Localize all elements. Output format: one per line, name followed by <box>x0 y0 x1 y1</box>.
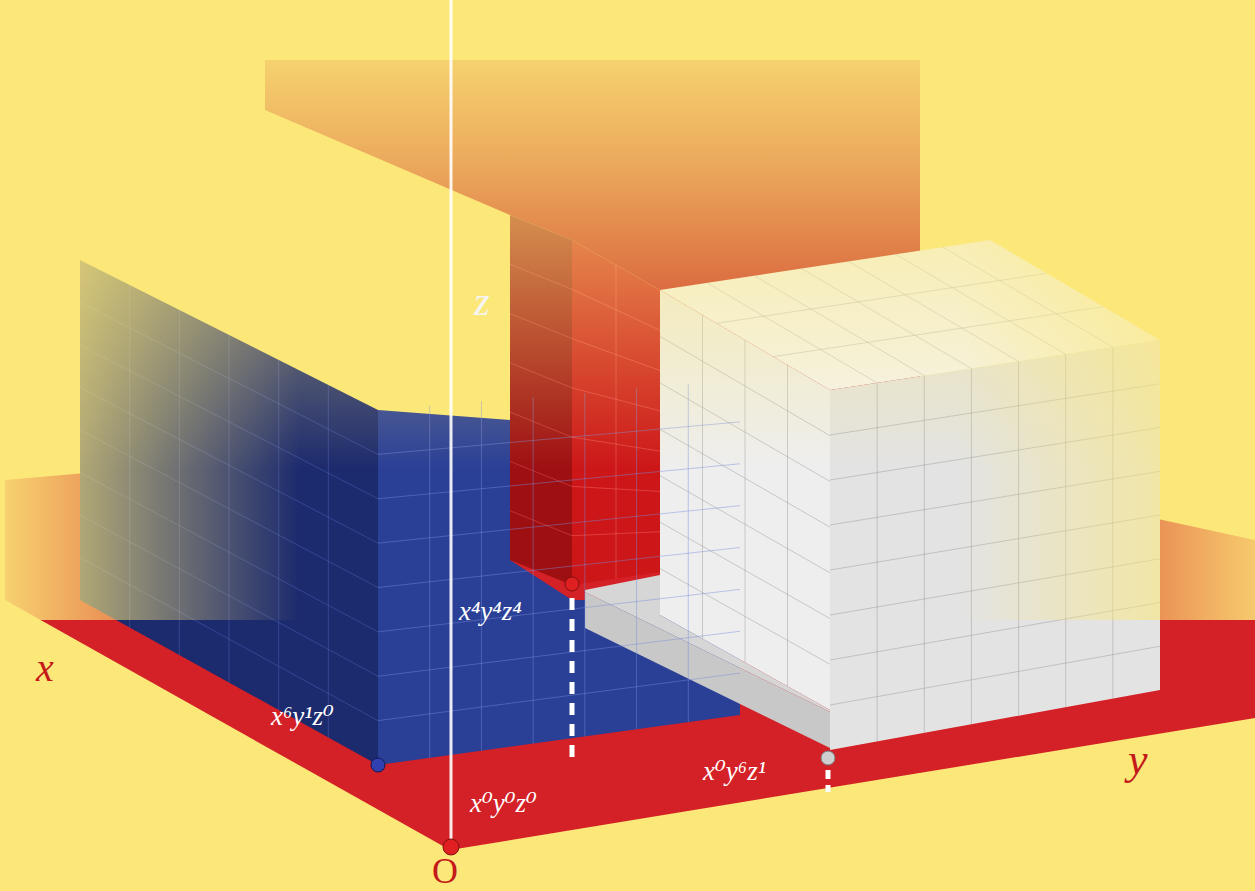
axis-label: x⁰y⁶z¹ <box>703 758 766 785</box>
axis-label: x⁶y¹z⁰ <box>271 703 334 730</box>
grid-line <box>660 569 830 665</box>
generator-dot <box>371 758 385 772</box>
grid-line <box>572 486 660 491</box>
grid-line <box>572 532 660 536</box>
fade-right <box>960 200 1255 620</box>
grid-line <box>660 522 830 618</box>
generator-dot <box>565 577 579 591</box>
grid-line <box>378 548 740 588</box>
grid-line <box>830 646 1160 705</box>
z-axis <box>450 0 453 848</box>
dotted-drop <box>826 770 831 792</box>
generator-dot <box>821 751 835 765</box>
fade-left <box>0 200 300 620</box>
grid-line <box>378 589 740 632</box>
grid-line <box>510 511 572 536</box>
grid-line <box>378 631 740 676</box>
grid-line <box>378 506 740 544</box>
axis-label: x⁴y⁴z⁴ <box>459 598 522 625</box>
grid-line <box>378 673 740 721</box>
axis-label: y <box>1128 738 1148 782</box>
grid-line <box>660 476 830 573</box>
axis-label: z <box>474 282 490 322</box>
white-slab-front <box>585 592 830 748</box>
axis-label: O <box>432 853 458 889</box>
dotted-drop <box>570 598 575 762</box>
axis-label: x <box>36 648 54 688</box>
axis-label: x⁰y⁰z⁰ <box>470 790 537 817</box>
